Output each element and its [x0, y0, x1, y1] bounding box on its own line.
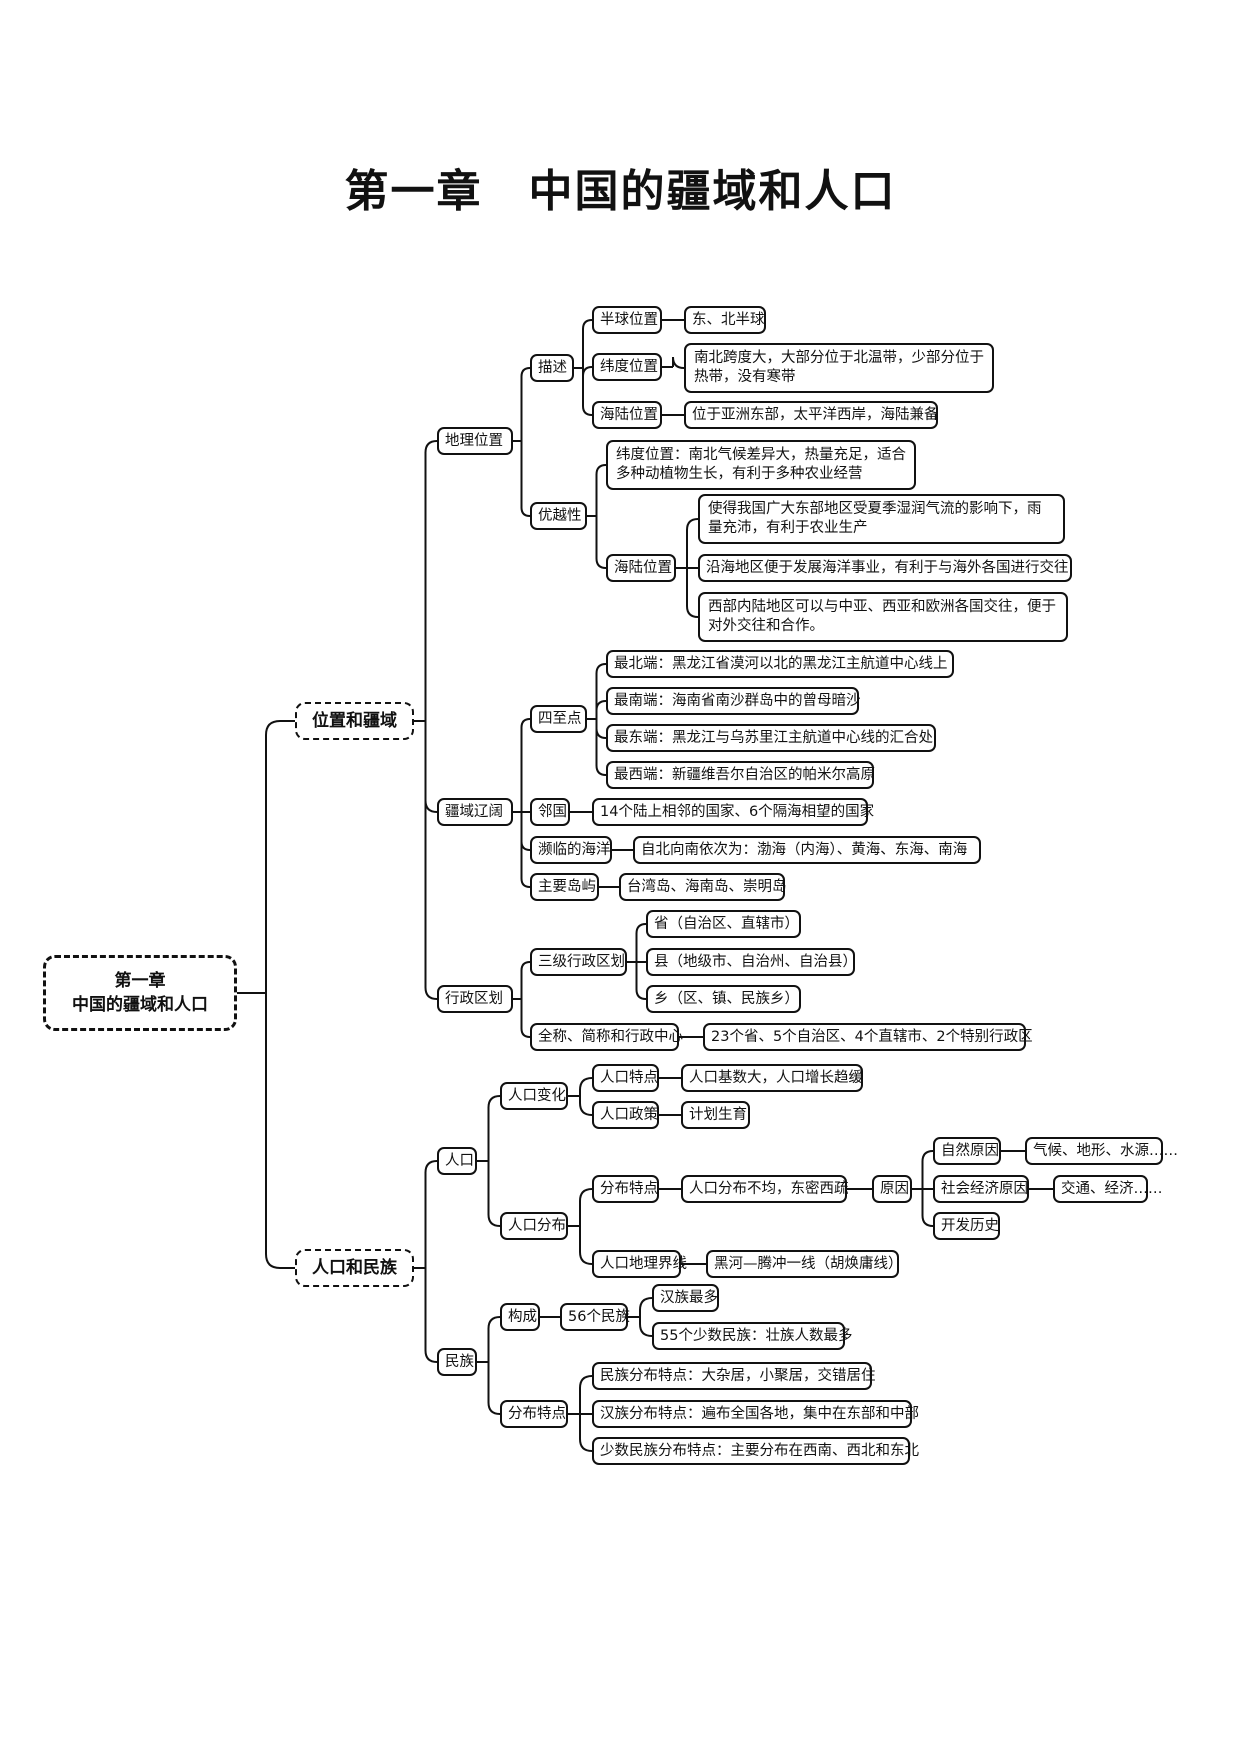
text-latitude[interactable]: 南北跨度大，大部分位于北温带，少部分位于热带，没有寒带 [684, 343, 994, 393]
connector-node-advantage [587, 464, 607, 569]
text-east-point[interactable]: 最东端：黑龙江与乌苏里江主航道中心线的汇合处 [606, 724, 936, 752]
connector-node-adv-land-sea [676, 518, 699, 618]
node-three-levels[interactable]: 三级行政区划 [530, 948, 627, 976]
text-adv-sea-2[interactable]: 沿海地区便于发展海洋事业，有利于与海外各国进行交往 [698, 554, 1072, 582]
node-islands[interactable]: 主要岛屿 [530, 873, 599, 901]
connector-root-node [237, 720, 295, 1269]
connector-node-territory [513, 718, 531, 888]
node-adv-land-sea[interactable]: 海陆位置 [606, 554, 676, 582]
text-ethnic-dist-2[interactable]: 汉族分布特点：遍布全国各地，集中在东部和中部 [592, 1400, 919, 1428]
node-admin[interactable]: 行政区划 [437, 985, 513, 1013]
connector-node-reason [912, 1150, 934, 1227]
node-neighbors[interactable]: 邻国 [530, 798, 570, 826]
node-pop-dist[interactable]: 人口分布 [500, 1212, 568, 1240]
root-node[interactable]: 第一章 中国的疆域和人口 [43, 955, 237, 1031]
page-title: 第一章 中国的疆域和人口 [344, 166, 897, 217]
text-ethnic-dist-3[interactable]: 少数民族分布特点：主要分布在西南、西北和东北 [592, 1437, 919, 1465]
text-social-reason[interactable]: 交通、经济…… [1053, 1175, 1163, 1203]
text-level-township[interactable]: 乡（区、镇、民族乡） [646, 985, 801, 1013]
node-description[interactable]: 描述 [530, 354, 574, 382]
node-territory[interactable]: 疆域辽阔 [437, 798, 513, 826]
node-pop-trait[interactable]: 人口特点 [592, 1064, 659, 1092]
text-level-county[interactable]: 县（地级市、自治州、自治县） [646, 948, 857, 976]
text-north-point[interactable]: 最北端：黑龙江省漠河以北的黑龙江主航道中心线上 [606, 650, 954, 678]
text-adv-sea-3[interactable]: 西部内陆地区可以与中亚、西亚和欧洲各国交往，便于对外交往和合作。 [698, 592, 1068, 642]
node-ethnic[interactable]: 民族 [437, 1348, 477, 1376]
text-admin-counts[interactable]: 23个省、5个自治区、4个直辖市、2个特别行政区 [703, 1023, 1033, 1051]
text-natural-reason[interactable]: 气候、地形、水源…… [1025, 1137, 1178, 1165]
connector-node-pop-dist [568, 1188, 593, 1265]
connector-node-pop-change [568, 1077, 593, 1116]
branch-population-ethnic[interactable]: 人口和民族 [295, 1249, 414, 1287]
text-adv-latitude[interactable]: 纬度位置：南北气候差异大，热量充足，适合多种动植物生长，有利于多种农业经营 [606, 440, 916, 490]
node-extreme-points[interactable]: 四至点 [530, 705, 587, 733]
node-hemisphere[interactable]: 半球位置 [592, 306, 662, 334]
connector-node-ethnic-dist [568, 1375, 593, 1452]
node-land-sea[interactable]: 海陆位置 [592, 401, 662, 429]
connector-node-three-levels [627, 923, 647, 1000]
connector-branch-position-territory [414, 440, 438, 1000]
node-dist-trait[interactable]: 分布特点 [592, 1175, 659, 1203]
text-dist-trait[interactable]: 人口分布不均，东密西疏 [681, 1175, 849, 1203]
node-names-centers[interactable]: 全称、简称和行政中心 [530, 1023, 683, 1051]
node-pop-line[interactable]: 人口地理界线 [592, 1250, 687, 1278]
node-pop-change[interactable]: 人口变化 [500, 1082, 568, 1110]
text-minorities[interactable]: 55个少数民族：壮族人数最多 [652, 1322, 852, 1350]
node-ethnic-composition[interactable]: 构成 [500, 1303, 540, 1331]
text-seas[interactable]: 自北向南依次为：渤海（内海）、黄海、东海、南海 [633, 836, 981, 864]
text-ethnic-dist-1[interactable]: 民族分布特点：大杂居，小聚居，交错居住 [592, 1362, 876, 1390]
connector-node-latitude [662, 356, 685, 369]
node-natural-reason[interactable]: 自然原因 [933, 1137, 1001, 1165]
connector-node-population [477, 1095, 501, 1227]
node-pop-policy[interactable]: 人口政策 [592, 1101, 659, 1129]
text-neighbors[interactable]: 14个陆上相邻的国家、6个隔海相望的国家 [592, 798, 874, 826]
node-ethnic-dist[interactable]: 分布特点 [500, 1400, 568, 1428]
text-pop-policy[interactable]: 计划生育 [681, 1101, 750, 1129]
text-han-most[interactable]: 汉族最多 [652, 1284, 719, 1312]
connector-node-extreme-points [587, 663, 607, 776]
connector-node-admin [513, 961, 531, 1038]
root-line1: 第一章 [114, 971, 166, 991]
text-pop-trait[interactable]: 人口基数大，人口增长趋缓 [681, 1064, 863, 1092]
node-social-reason[interactable]: 社会经济原因 [933, 1175, 1029, 1203]
connector-node-56-ethnic [628, 1297, 653, 1337]
node-population[interactable]: 人口 [437, 1147, 477, 1175]
text-west-point[interactable]: 最西端：新疆维吾尔自治区的帕米尔高原 [606, 761, 875, 789]
text-south-point[interactable]: 最南端：海南省南沙群岛中的曾母暗沙 [606, 687, 861, 715]
connector-node-ethnic [477, 1316, 501, 1415]
text-hemisphere[interactable]: 东、北半球 [684, 306, 766, 334]
node-latitude[interactable]: 纬度位置 [592, 353, 662, 381]
text-pop-line[interactable]: 黑河—腾冲一线（胡焕庸线） [706, 1250, 903, 1278]
text-level-province[interactable]: 省（自治区、直辖市） [646, 910, 801, 938]
node-geo-position[interactable]: 地理位置 [437, 427, 513, 455]
text-adv-sea-1[interactable]: 使得我国广大东部地区受夏季湿润气流的影响下，雨量充沛，有利于农业生产 [698, 494, 1065, 544]
node-history[interactable]: 开发历史 [933, 1212, 1000, 1240]
connector-branch-population-ethnic [414, 1160, 438, 1363]
text-land-sea[interactable]: 位于亚洲东部，太平洋西岸，海陆兼备 [684, 401, 939, 429]
text-islands[interactable]: 台湾岛、海南岛、崇明岛 [619, 873, 787, 901]
node-seas[interactable]: 濒临的海洋 [530, 836, 612, 864]
node-reason[interactable]: 原因 [872, 1175, 912, 1203]
connector-node-description [574, 319, 593, 416]
root-line2: 中国的疆域和人口 [72, 995, 208, 1015]
node-advantage[interactable]: 优越性 [530, 502, 587, 530]
node-56-ethnic[interactable]: 56个民族 [560, 1303, 630, 1331]
connector-node-geo-position [513, 367, 531, 517]
branch-position-territory[interactable]: 位置和疆域 [295, 702, 414, 740]
